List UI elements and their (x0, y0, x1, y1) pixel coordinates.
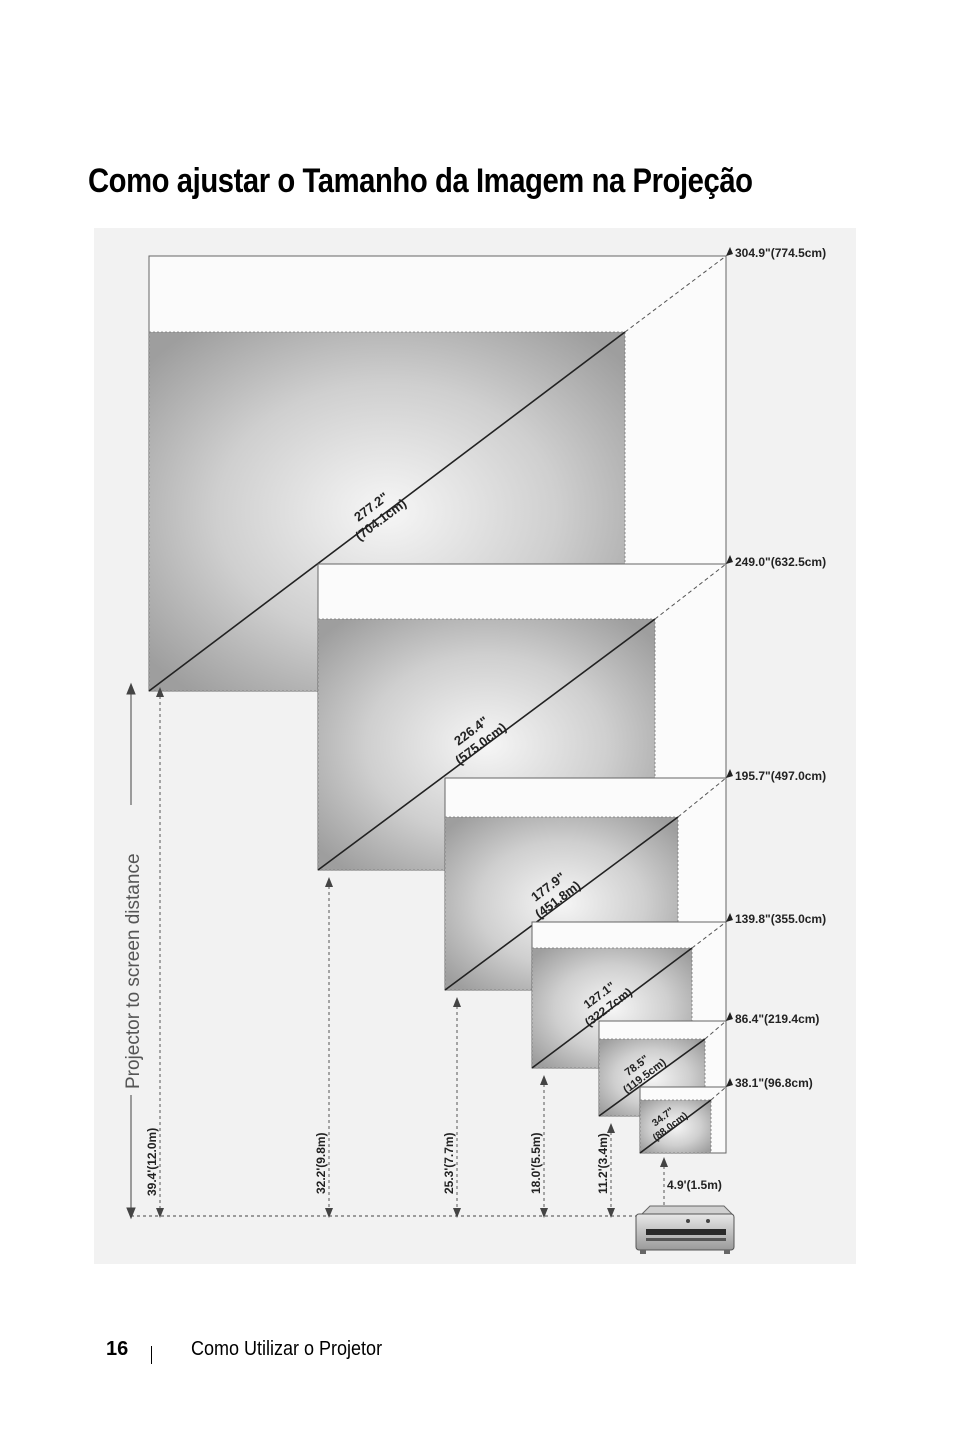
distance-label-4: 18.0'(5.5m) (529, 1132, 543, 1194)
section-name: Como Utilizar o Projetor (191, 1338, 383, 1360)
page-title: Como ajustar o Tamanho da Imagem na Proj… (88, 162, 753, 200)
screen-6 (639, 1078, 733, 1210)
footer-divider (151, 1346, 152, 1364)
projector-icon (635, 1205, 735, 1254)
max-size-label-1: 304.9"(774.5cm) (735, 246, 826, 260)
max-size-label-6: 38.1"(96.8cm) (735, 1076, 813, 1090)
distance-label-1: 39.4'(12.0m) (145, 1128, 159, 1196)
axis-label: Projector to screen distance (123, 853, 144, 1089)
distance-label-2: 32.2'(9.8m) (314, 1132, 328, 1194)
max-size-label-3: 195.7"(497.0cm) (735, 769, 826, 783)
distance-label-6: 4.9'(1.5m) (667, 1178, 722, 1192)
max-size-label-2: 249.0"(632.5cm) (735, 555, 826, 569)
distance-label-5: 11.2'(3.4m) (596, 1133, 610, 1194)
max-size-label-5: 86.4"(219.4cm) (735, 1012, 819, 1026)
distance-label-3: 25.3'(7.7m) (442, 1132, 456, 1194)
page-number: 16 (106, 1338, 129, 1360)
max-size-label-4: 139.8"(355.0cm) (735, 912, 826, 926)
